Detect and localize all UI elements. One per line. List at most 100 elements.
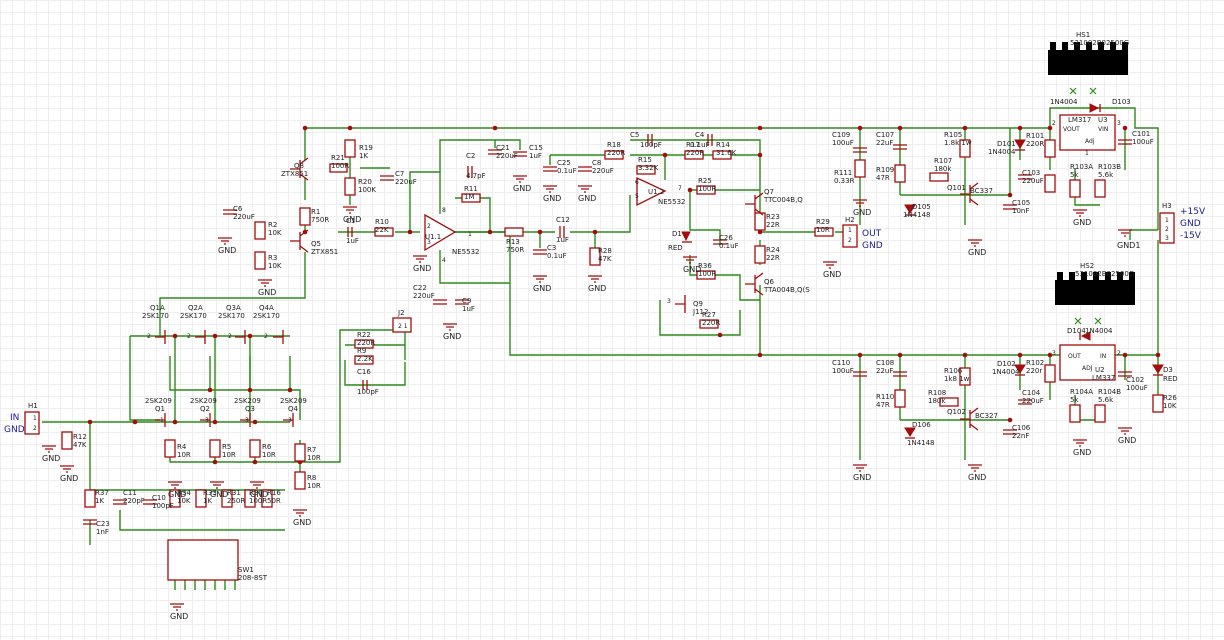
d1-part: RED [668, 244, 683, 252]
u3-adj: Adj [1085, 138, 1095, 145]
c104-ref: C104 [1022, 389, 1041, 397]
svg-text:2: 2 [228, 333, 232, 340]
opamp-symbols [424, 176, 667, 252]
r19-value: 1K [359, 152, 368, 160]
svg-text:1: 1 [160, 417, 164, 424]
gnd-symbol-label: GND [533, 284, 551, 293]
svg-text:2: 2 [1165, 226, 1169, 233]
gnd-symbol-label: GND [513, 184, 531, 193]
c110-value: 100uF [832, 367, 854, 375]
u3-ref: U3 [1098, 116, 1108, 124]
svg-text:2: 2 [264, 333, 268, 340]
r8-value: 10R [307, 482, 321, 490]
u2-part: LM337 [1092, 374, 1115, 382]
q8-ref: Q8 [294, 162, 304, 170]
gnd-symbol-label: GND [60, 474, 78, 483]
p15-label: +15V [1180, 207, 1206, 217]
q5-part: ZTX851 [311, 248, 338, 256]
r106-value: 1k8 1w [944, 375, 970, 383]
r2-ref: R2 [268, 221, 277, 229]
c8-value: 220uF [592, 167, 614, 175]
c7-value: 220uF [395, 178, 417, 186]
gnd-label: GND [1180, 219, 1201, 229]
r1-value: 750R [311, 216, 329, 224]
c3-ref: C3 [547, 244, 556, 252]
svg-text:2: 2 [427, 223, 431, 230]
resistor-bodies [61, 139, 1164, 508]
svg-text:3: 3 [427, 239, 431, 246]
r25-value: 100R [698, 185, 716, 193]
svg-text:1: 1 [468, 231, 472, 238]
in-label: IN [10, 413, 19, 423]
gnd-symbol-label: GND [853, 208, 871, 217]
q4a-ref: Q4A [259, 304, 274, 312]
d101-part: 1N4004 [988, 148, 1016, 156]
svg-text:3: 3 [205, 417, 209, 424]
r13-value: 750R [506, 246, 524, 254]
c103-ref: C103 [1022, 169, 1040, 177]
q4a-part: 2SK170 [253, 312, 280, 320]
q7-part: TTC004B,Q [763, 196, 803, 204]
c107-value: 22uF [876, 139, 893, 147]
gnd-symbol-label: GND [578, 194, 596, 203]
r110-value: 47R [876, 401, 890, 409]
svg-text:1: 1 [1085, 150, 1089, 157]
hs1-part: 531002B02500G [1070, 39, 1129, 47]
part-labels: R191KR21100RR20100KC7220uFC6220uFR1750RR… [42, 130, 1177, 621]
gnd-symbol-label: GND [218, 246, 236, 255]
r101-ref: R101 [1026, 132, 1044, 140]
r9-ref: R9 [357, 347, 366, 355]
r111-ref: R111 [834, 169, 852, 177]
q1-ref: Q1 [155, 405, 165, 413]
svg-text:1: 1 [1165, 217, 1169, 224]
capacitor-bodies [83, 134, 1132, 525]
c21-value: 220uF [496, 152, 518, 160]
c10-ref: C10 [152, 494, 166, 502]
u3-part: LM317 [1068, 116, 1091, 124]
r15-value: 3.32K [638, 164, 659, 172]
r27-ref: R27 [702, 311, 716, 319]
d106-ref: D106 [912, 421, 931, 429]
c11-ref: C11 [123, 489, 137, 497]
r28-value: 47K [598, 255, 612, 263]
d104-part: 1N4004 [1085, 327, 1113, 335]
sw1-part: 208-8ST [238, 574, 268, 582]
c12-value: 1uF [556, 236, 569, 244]
r103a-ref: R103A [1070, 163, 1093, 171]
c101-value: 100uF [1132, 138, 1154, 146]
c101-ref: C101 [1132, 130, 1150, 138]
c5-value: 100pF [640, 141, 662, 149]
u12-ref: U1.2 [648, 188, 664, 196]
gnd-symbol-label: GND [1073, 448, 1091, 457]
sw1-ref: SW1 [238, 566, 254, 574]
dip-switch-body [167, 539, 239, 581]
q1-part: 2SK209 [145, 397, 172, 405]
c23-ref: C23 [96, 520, 110, 528]
c26-value: 0.1uF [719, 242, 739, 250]
c16-ref: C16 [357, 368, 371, 376]
r37-value: 1K [95, 497, 104, 505]
c6-ref: C6 [233, 205, 243, 213]
regulator-bodies [1059, 114, 1116, 381]
r16-ref: R16 [267, 489, 281, 497]
c110-ref: C110 [832, 359, 850, 367]
u12-part: NE5532 [658, 198, 685, 206]
r20-value: 100K [358, 186, 376, 194]
d106-part: 1N4148 [907, 439, 935, 447]
c107-ref: C107 [876, 131, 894, 139]
q4-part: 2SK209 [280, 397, 307, 405]
d104-ref: D104 [1067, 327, 1086, 335]
gnd-symbol-label: GND [210, 490, 228, 499]
gnd-symbol-label: GND [683, 265, 701, 274]
gnd1-label: GND1 [1117, 241, 1140, 250]
r7-value: 10R [307, 454, 321, 462]
r104a-ref: R104A [1070, 388, 1093, 396]
r22-value: 220R [357, 339, 375, 347]
gnd-symbol-label: GND [170, 612, 188, 621]
q1a-ref: Q1A [150, 304, 165, 312]
r102-ref: R102 [1026, 359, 1044, 367]
svg-text:3: 3 [288, 417, 292, 424]
svg-text:1: 1 [848, 227, 852, 234]
r17-ref: R17 [686, 141, 700, 149]
